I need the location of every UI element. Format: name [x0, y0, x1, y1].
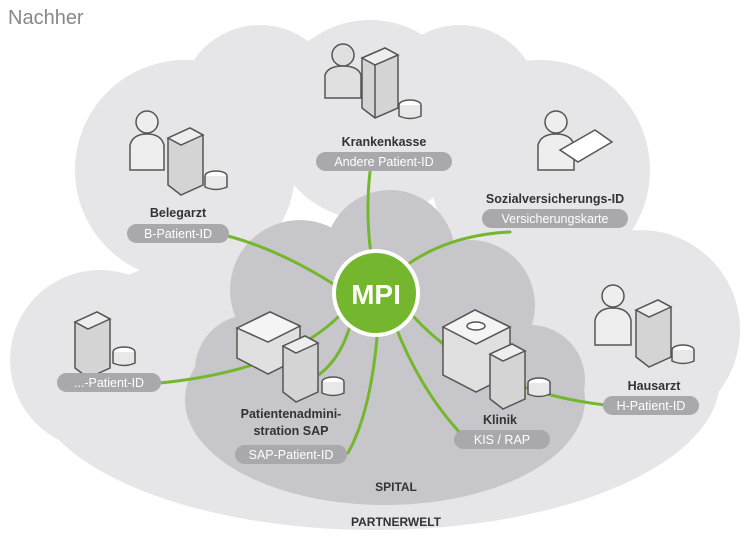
belegarzt-server-icon — [166, 127, 228, 196]
spital-label: SPITAL — [375, 480, 417, 494]
klinik-name: Klinik — [483, 413, 517, 427]
pill-sap — [235, 445, 347, 464]
link-spital-sap — [346, 323, 380, 455]
krankenkasse-name: Krankenkasse — [342, 135, 427, 149]
belegarzt-doctor-icon — [129, 110, 165, 171]
other-server-icon — [73, 311, 136, 379]
hausarzt-doctor-icon — [594, 284, 632, 346]
klinik-server-icon — [488, 343, 551, 410]
belegarzt-name: Belegarzt — [150, 206, 207, 220]
mpi-label: MPI — [351, 279, 401, 310]
sap-name-line2: stration SAP — [253, 424, 328, 438]
klinik-tag: KIS / RAP — [474, 433, 530, 447]
pill-sozial — [482, 209, 628, 228]
hausarzt-server-icon — [634, 299, 695, 368]
sap-name-line1: Patientenadmini- — [241, 407, 342, 421]
krankenkasse-server-icon — [360, 47, 422, 120]
insurance-card-icon — [558, 129, 614, 163]
sozial-name: Sozialversicherungs-ID — [486, 192, 624, 206]
krankenkasse-tag: Andere Patient-ID — [334, 155, 433, 169]
sozial-tag: Versicherungskarte — [501, 212, 608, 226]
pill-krankenkasse — [316, 152, 452, 171]
pill-klinik — [454, 430, 550, 449]
krankenkasse-person-icon — [324, 43, 362, 99]
link-belegarzt — [226, 234, 337, 287]
page-heading: Nachher — [8, 7, 84, 29]
pill-belegarzt — [127, 224, 229, 243]
sap-tag: SAP-Patient-ID — [249, 448, 334, 462]
mpi-hub — [332, 249, 420, 337]
pill-other — [57, 373, 161, 392]
link-klinik — [393, 323, 464, 437]
hausarzt-tag: H-Patient-ID — [617, 399, 686, 413]
sozial-person-icon — [537, 110, 575, 171]
pill-hausarzt — [603, 396, 699, 415]
other-tag: ...-Patient-ID — [74, 376, 144, 390]
sap-server-icon — [281, 335, 345, 403]
pills — [57, 152, 699, 464]
link-sozial — [398, 230, 512, 272]
belegarzt-tag: B-Patient-ID — [144, 227, 212, 241]
partnerwelt-label: PARTNERWELT — [351, 515, 442, 529]
hausarzt-name: Hausarzt — [628, 379, 682, 393]
